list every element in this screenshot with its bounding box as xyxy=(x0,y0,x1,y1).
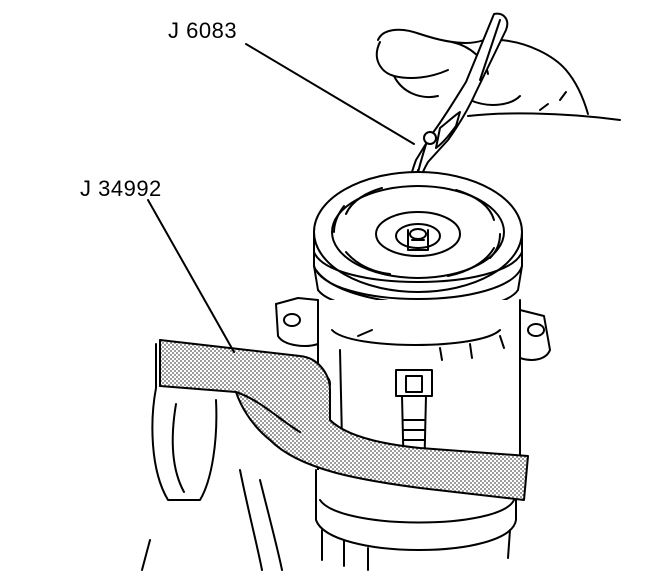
callout-j6083: J 6083 xyxy=(168,18,238,43)
hand xyxy=(375,28,621,121)
leader-line-j34992 xyxy=(147,199,235,353)
clutch-pulley xyxy=(313,171,523,314)
callout-j34992: J 34992 xyxy=(80,176,162,201)
holding-fixture xyxy=(159,339,529,501)
leader-line-j6083 xyxy=(245,43,415,145)
